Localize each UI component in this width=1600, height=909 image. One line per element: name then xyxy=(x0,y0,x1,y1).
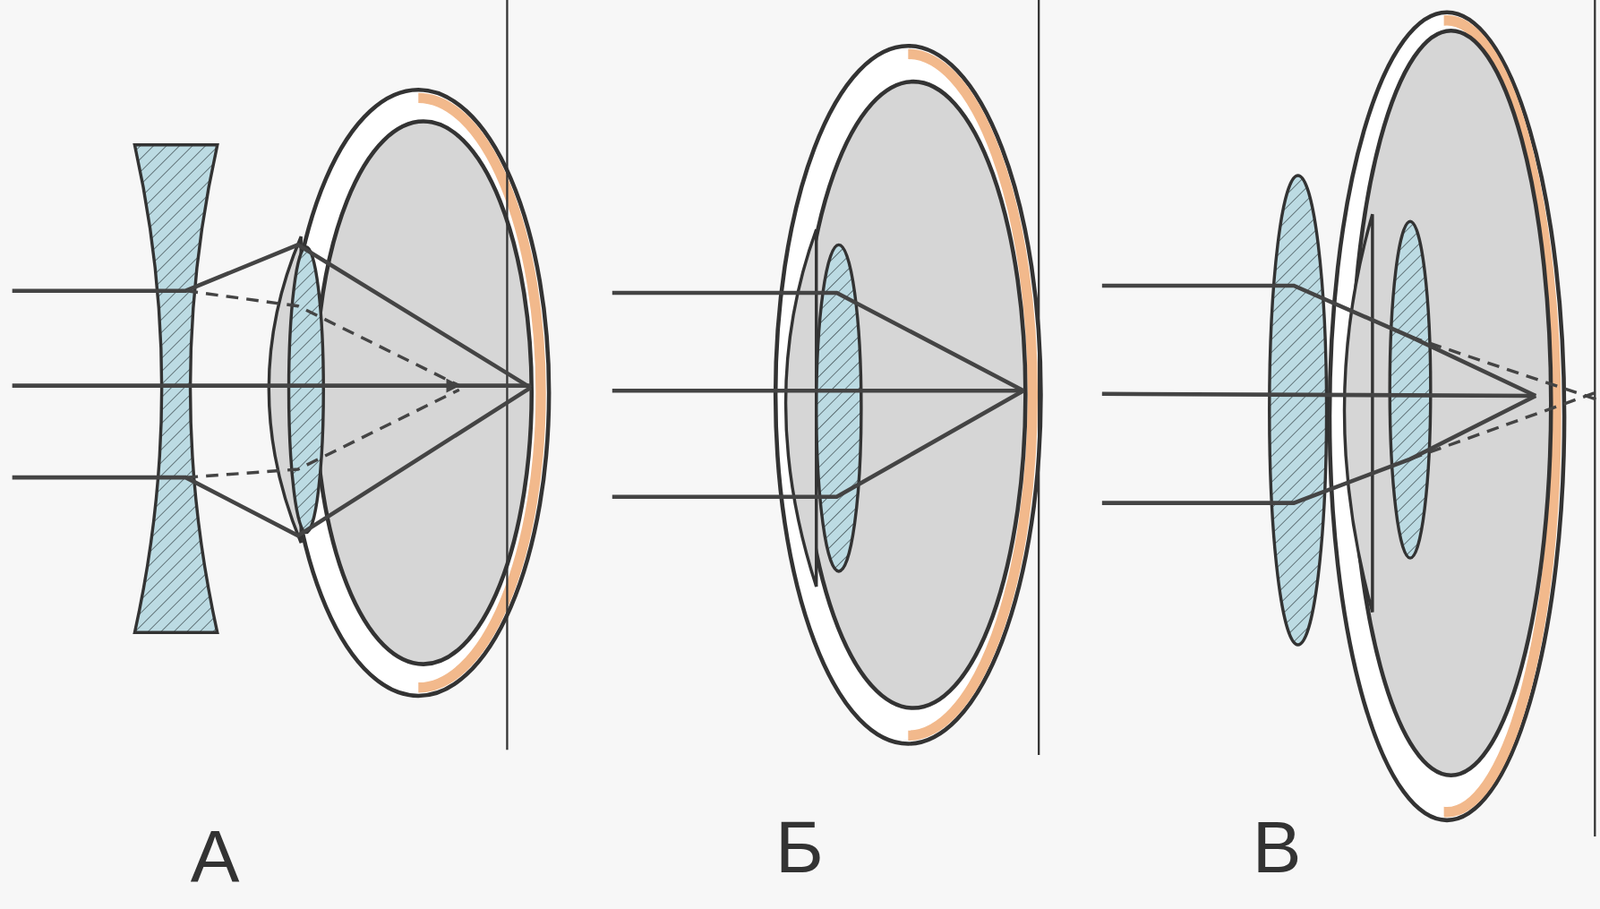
figure-letter: А xyxy=(190,819,240,893)
figure-letter: В xyxy=(1252,810,1302,884)
figure-letter: Б xyxy=(775,810,824,884)
eye-a xyxy=(12,0,549,750)
eye-b xyxy=(612,0,1042,755)
eye-c xyxy=(1102,0,1599,837)
